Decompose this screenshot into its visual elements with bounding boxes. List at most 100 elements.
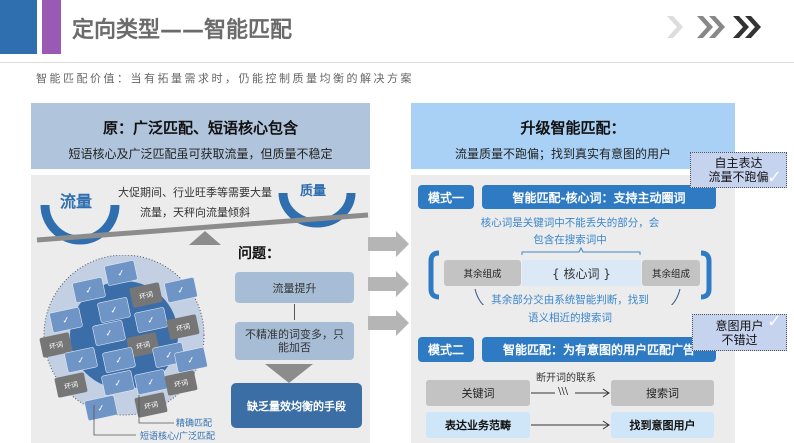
- arrow-right-icon: [531, 420, 610, 430]
- mode1-tag: 模式一: [418, 185, 474, 209]
- chevrons-icon: [667, 16, 761, 38]
- check-icon: ✓: [114, 355, 123, 366]
- break-mark: \\\: [558, 386, 569, 397]
- bad-word-label: 坏词: [144, 401, 159, 412]
- rest-left-box: 其余组成: [444, 260, 521, 286]
- header-divider: [0, 62, 794, 63]
- good-word-tile: [97, 297, 131, 323]
- bad-word-label: 坏词: [174, 379, 189, 390]
- rest-right-box: 其余组成: [642, 260, 700, 286]
- arrow-right-icon: [368, 271, 409, 297]
- problem-heading: 问题：: [238, 246, 280, 262]
- traffic-label: 流量: [60, 192, 93, 211]
- search-term-box: 搜索词: [611, 380, 714, 406]
- check-icon: ✓: [176, 285, 185, 296]
- callout2-line1: 意图用户: [715, 318, 764, 333]
- good-word-tile: [84, 395, 118, 421]
- right-header: 升级智能匹配： 流量质量不跑偏；找到真实有意图的用户: [411, 103, 735, 169]
- good-word-tile: [134, 307, 168, 333]
- right-title: 升级智能匹配：: [520, 119, 626, 137]
- bad-word-tile: [39, 332, 73, 358]
- mode1-desc-3: 其余部分交由系统智能判断，找到: [491, 294, 649, 306]
- good-word-tile: [49, 307, 83, 333]
- bad-word-tile: [134, 392, 168, 418]
- exact-connector: [138, 395, 174, 424]
- down-arrow: [294, 304, 295, 320]
- right-bracket: [700, 250, 712, 300]
- mode2-title: 智能匹配：为有意图的用户匹配广告: [482, 337, 716, 362]
- quality-label: 质量: [300, 184, 327, 199]
- left-bracket: [428, 250, 440, 300]
- bad-word-tile: [164, 370, 198, 396]
- scale-text-1: 大促期间、行业旺季等需要大量: [118, 186, 272, 199]
- bad-word-label: 坏词: [176, 323, 191, 334]
- good-word-tile: [164, 277, 198, 303]
- bad-word-label: 坏词: [136, 341, 151, 352]
- broad-match-label: 短语核心/广泛匹配: [140, 432, 216, 442]
- check-icon: ✓: [146, 377, 155, 388]
- callout2-line2: 不错过: [721, 332, 758, 347]
- core-brace: [521, 246, 641, 255]
- mode2-tag: 模式二: [418, 337, 474, 362]
- good-word-tile: [64, 347, 98, 373]
- check-icon: ✓: [113, 378, 122, 389]
- arrow-right-icon: [368, 231, 409, 257]
- problem-step-2: 不精准的词变多，只能加否: [235, 322, 354, 360]
- scale-beam: [36, 212, 369, 243]
- chevron-icon: [697, 16, 725, 38]
- blue-accent-bar: [0, 0, 37, 54]
- scope-box: 表达业务范畴: [426, 412, 530, 438]
- page-title: 定向类型——智能匹配: [72, 18, 293, 43]
- traffic-bowl: [40, 204, 120, 245]
- bad-word-label: 坏词: [64, 381, 79, 392]
- bad-word-tile: [54, 372, 88, 398]
- problem-step-1: 流量提升: [235, 272, 354, 303]
- good-word-tile: [104, 260, 138, 286]
- page-subtitle: 智能匹配价值：当有拓量需求时，仍能控制质量均衡的解决方案: [36, 72, 414, 85]
- broad-connector: [93, 405, 136, 436]
- check-icon: ✓: [76, 355, 85, 366]
- chevron-icon: [733, 16, 761, 38]
- good-word-tile: [101, 370, 135, 396]
- bad-word-label: 坏词: [49, 341, 64, 352]
- check-icon: ✓: [146, 315, 155, 326]
- callout-self-expression: 自主表达 流量不跑偏 ✓: [690, 152, 787, 188]
- quality-bowl: [278, 192, 356, 228]
- keyword-box: 关键词: [426, 380, 530, 406]
- left-title: 原：广泛匹配、短语核心包含: [102, 119, 298, 137]
- purple-accent-bar: [42, 0, 61, 54]
- mode1-desc-2: 包含在搜索词中: [533, 234, 607, 246]
- check-icon: ✓: [186, 355, 195, 366]
- exact-match-label: 精确匹配: [176, 419, 213, 429]
- check-icon: ✓: [61, 315, 70, 326]
- core-word-brackets: [428, 246, 712, 305]
- mode1-desc-4: 语义相近的搜索词: [528, 312, 612, 324]
- callout1-line1: 自主表达: [714, 156, 763, 170]
- mode1-title: 智能匹配-核心词：支持主动圈词: [482, 185, 716, 209]
- mode1-desc-1: 核心词是关键词中不能丢失的部分，会: [480, 217, 660, 229]
- bad-word-tile: [129, 282, 163, 308]
- left-subtitle: 短语核心及广泛匹配虽可获取流量，但质量不稳定: [68, 147, 333, 161]
- check-icon: ✓: [104, 328, 113, 339]
- find-user-box: 找到意图用户: [611, 412, 714, 438]
- arrow-right-icon: [368, 310, 409, 336]
- bad-word-tile: [166, 314, 200, 340]
- good-word-tile: [174, 347, 208, 373]
- break-arrow: [531, 388, 610, 398]
- check-icon: ✓: [766, 311, 782, 332]
- chevron-icon: [667, 16, 683, 38]
- bad-word-label: 坏词: [139, 291, 154, 302]
- check-icon: ✓: [116, 268, 125, 279]
- check-icon: ✓: [96, 403, 105, 414]
- scale-fulcrum: [189, 231, 221, 245]
- down-triangle-icon: [265, 364, 313, 383]
- good-word-tile: [72, 277, 106, 303]
- left-curve: [474, 288, 484, 305]
- good-word-tile: [92, 320, 126, 346]
- scale-text-2: 流量，天秤向流量倾斜: [140, 206, 250, 219]
- right-curve: [671, 288, 681, 305]
- break-label: 断开词的联系: [536, 373, 596, 384]
- good-word-tile: [102, 347, 136, 373]
- core-word-box: { 核心词 }: [522, 260, 641, 286]
- right-subtitle: 流量质量不跑偏；找到真实有意图的用户: [454, 147, 671, 161]
